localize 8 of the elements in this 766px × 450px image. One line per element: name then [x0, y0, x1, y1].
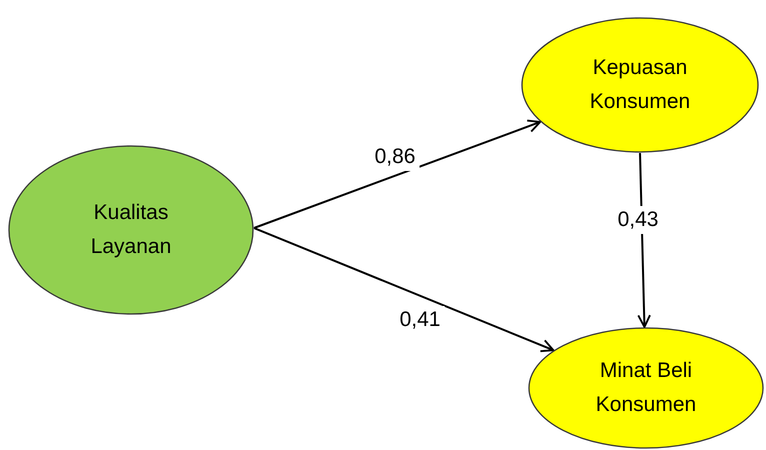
ellipse-node [521, 17, 759, 153]
node-label: Kualitas Layanan [90, 200, 172, 260]
arrow [254, 120, 542, 229]
ellipse-node [528, 327, 764, 449]
ellipse-node [8, 145, 254, 315]
arrow [254, 227, 554, 352]
node-label: Kepuasan Konsumen [588, 55, 692, 115]
node-label: Minat Beli Konsumen [594, 358, 698, 418]
